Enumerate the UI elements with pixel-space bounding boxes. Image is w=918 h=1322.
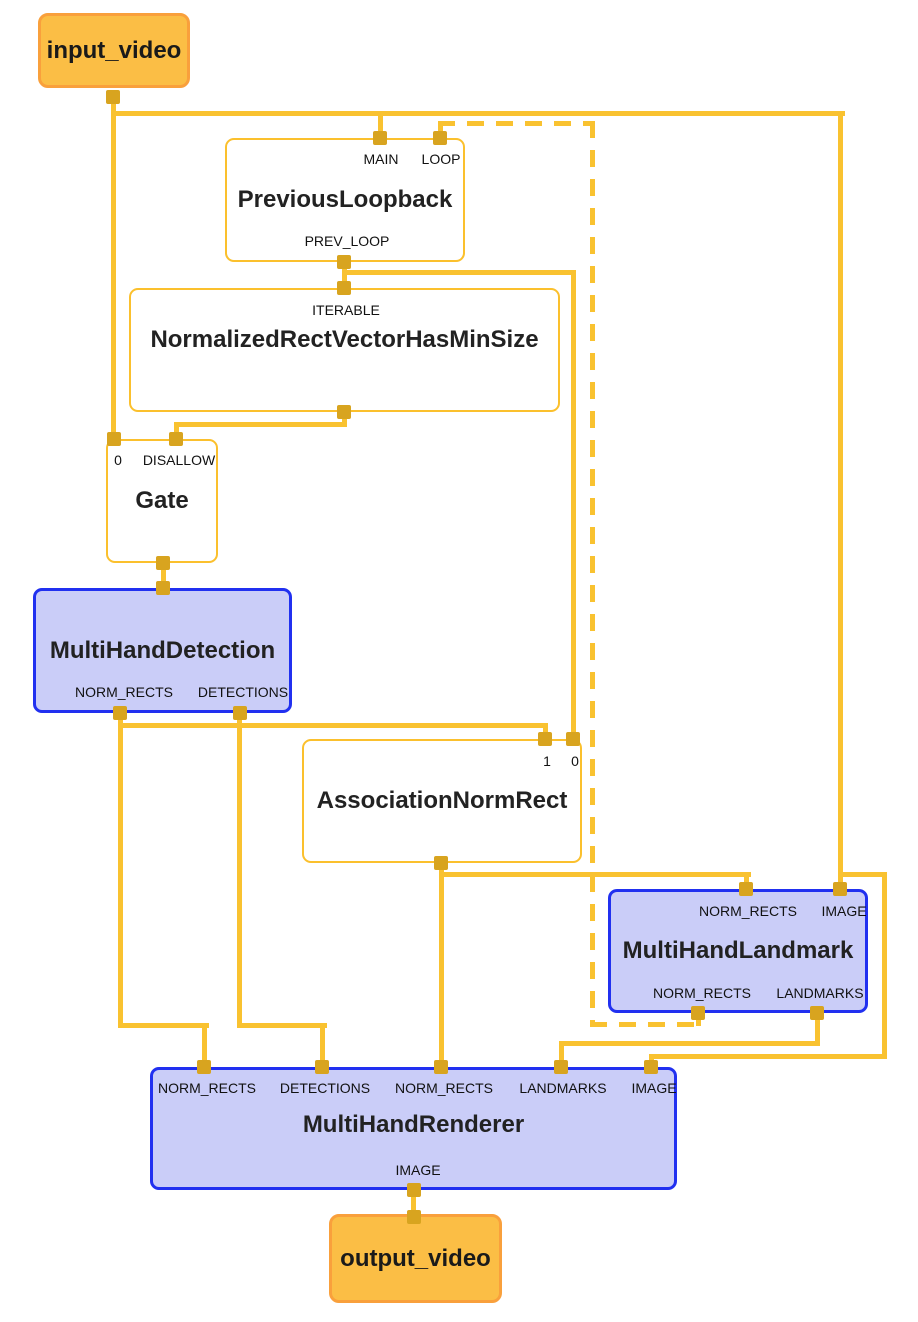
node-title: AssociationNormRect — [316, 787, 568, 814]
edge-segment — [161, 561, 166, 590]
edge-segment — [439, 861, 444, 1069]
edge-segment — [571, 270, 576, 741]
edge-segment-dashed — [590, 1022, 701, 1027]
port-label-0: 0 — [114, 452, 122, 468]
edge-segment — [111, 111, 845, 116]
edge-segment-dashed — [438, 121, 595, 126]
port-label-detections: DETECTIONS — [197, 684, 289, 700]
port-label-norm-rects-2: NORM_RECTS — [394, 1080, 494, 1096]
port-multi-hand-renderer-detections — [315, 1060, 329, 1074]
edge-segment — [438, 124, 443, 136]
port-association-norm-rect-1 — [538, 732, 552, 746]
edge-segment — [174, 422, 179, 441]
port-label-norm-rects-1: NORM_RECTS — [157, 1080, 257, 1096]
node-title: PreviousLoopback — [237, 186, 453, 213]
node-previous-loopback[interactable]: MAIN LOOP PREV_LOOP PreviousLoopback — [225, 138, 465, 262]
node-association-norm-rect[interactable]: 1 0 AssociationNormRect — [302, 739, 582, 863]
node-title: MultiHandRenderer — [302, 1110, 525, 1138]
port-label-norm-rects-out: NORM_RECTS — [652, 985, 752, 1001]
port-previous-loopback-prev-loop — [337, 255, 351, 269]
port-multi-hand-landmark-norm-rects-in — [739, 882, 753, 896]
port-normalized-rect-iterable — [337, 281, 351, 295]
port-multi-hand-renderer-norm-rects-1 — [197, 1060, 211, 1074]
node-multi-hand-detection[interactable]: MultiHandDetection NORM_RECTS DETECTIONS — [33, 588, 292, 713]
edge-segment — [439, 872, 751, 877]
port-label-main: MAIN — [363, 151, 399, 167]
port-multi-hand-renderer-image-out — [407, 1183, 421, 1197]
port-output-video-in — [407, 1210, 421, 1224]
edge-segment-dashed — [590, 121, 595, 1027]
edge-segment — [118, 711, 123, 1028]
edge-segment — [649, 1054, 887, 1059]
node-input-video[interactable]: input_video — [38, 13, 190, 88]
edge-segment — [320, 1023, 325, 1069]
node-title: MultiHandLandmark — [622, 937, 854, 964]
edge-segment — [840, 872, 887, 877]
port-multi-hand-renderer-image-in — [644, 1060, 658, 1074]
port-label-landmarks: LANDMARKS — [519, 1080, 607, 1096]
port-label-norm-rects: NORM_RECTS — [74, 684, 174, 700]
port-multi-hand-landmark-image — [833, 882, 847, 896]
edge-segment — [118, 1023, 209, 1028]
node-gate[interactable]: 0 DISALLOW Gate — [106, 439, 218, 563]
port-gate-disallow — [169, 432, 183, 446]
port-normalized-rect-out — [337, 405, 351, 419]
port-gate-0 — [107, 432, 121, 446]
port-gate-out — [156, 556, 170, 570]
edge-segment — [238, 1023, 327, 1028]
port-multi-hand-landmark-norm-rects-out — [691, 1006, 705, 1020]
edge-segment — [411, 1186, 416, 1214]
port-label-norm-rects-in: NORM_RECTS — [698, 903, 798, 919]
port-multi-hand-detection-norm-rects — [113, 706, 127, 720]
port-label-landmarks: LANDMARKS — [776, 985, 864, 1001]
port-label-loop: LOOP — [421, 151, 461, 167]
port-label-1: 1 — [543, 753, 551, 769]
port-association-norm-rect-out — [434, 856, 448, 870]
stream-label: output_video — [340, 1244, 491, 1272]
edge-segment — [559, 1041, 820, 1046]
port-label-detections: DETECTIONS — [279, 1080, 371, 1096]
stream-label: input_video — [46, 36, 182, 64]
port-previous-loopback-loop — [433, 131, 447, 145]
port-input-video-out — [106, 90, 120, 104]
node-title: Gate — [135, 487, 189, 514]
edge-segment — [111, 95, 116, 441]
port-multi-hand-detection-in — [156, 581, 170, 595]
port-previous-loopback-main — [373, 131, 387, 145]
edge-segment — [342, 270, 576, 275]
node-multi-hand-landmark[interactable]: NORM_RECTS IMAGE MultiHandLandmark NORM_… — [608, 889, 868, 1013]
edge-segment — [744, 872, 749, 891]
edge-segment — [882, 872, 887, 1059]
node-title: MultiHandDetection — [49, 636, 276, 664]
port-label-image: IMAGE — [821, 903, 867, 919]
edge-segment — [838, 111, 843, 891]
edge-segment — [174, 422, 347, 427]
edge-segment — [815, 1011, 820, 1044]
port-label-0: 0 — [571, 753, 579, 769]
edge-segment — [378, 111, 383, 138]
port-label-iterable: ITERABLE — [312, 302, 380, 318]
edge-segment — [559, 1041, 564, 1069]
port-multi-hand-detection-detections — [233, 706, 247, 720]
port-label-prev-loop: PREV_LOOP — [304, 233, 390, 249]
port-multi-hand-renderer-norm-rects-2 — [434, 1060, 448, 1074]
node-output-video[interactable]: output_video — [329, 1214, 502, 1303]
node-multi-hand-renderer[interactable]: NORM_RECTS DETECTIONS NORM_RECTS LANDMAR… — [150, 1067, 677, 1190]
edge-segment — [118, 723, 548, 728]
edge-segment — [237, 711, 242, 1028]
node-title: NormalizedRectVectorHasMinSize — [150, 326, 539, 354]
port-multi-hand-landmark-landmarks — [810, 1006, 824, 1020]
port-association-norm-rect-0 — [566, 732, 580, 746]
edge-segment — [202, 1023, 207, 1069]
port-label-disallow: DISALLOW — [142, 452, 216, 468]
port-label-image-in: IMAGE — [631, 1080, 677, 1096]
port-label-image-out: IMAGE — [395, 1162, 441, 1178]
port-multi-hand-renderer-landmarks — [554, 1060, 568, 1074]
node-normalized-rect-vector-has-min-size[interactable]: ITERABLE NormalizedRectVectorHasMinSize — [129, 288, 560, 412]
